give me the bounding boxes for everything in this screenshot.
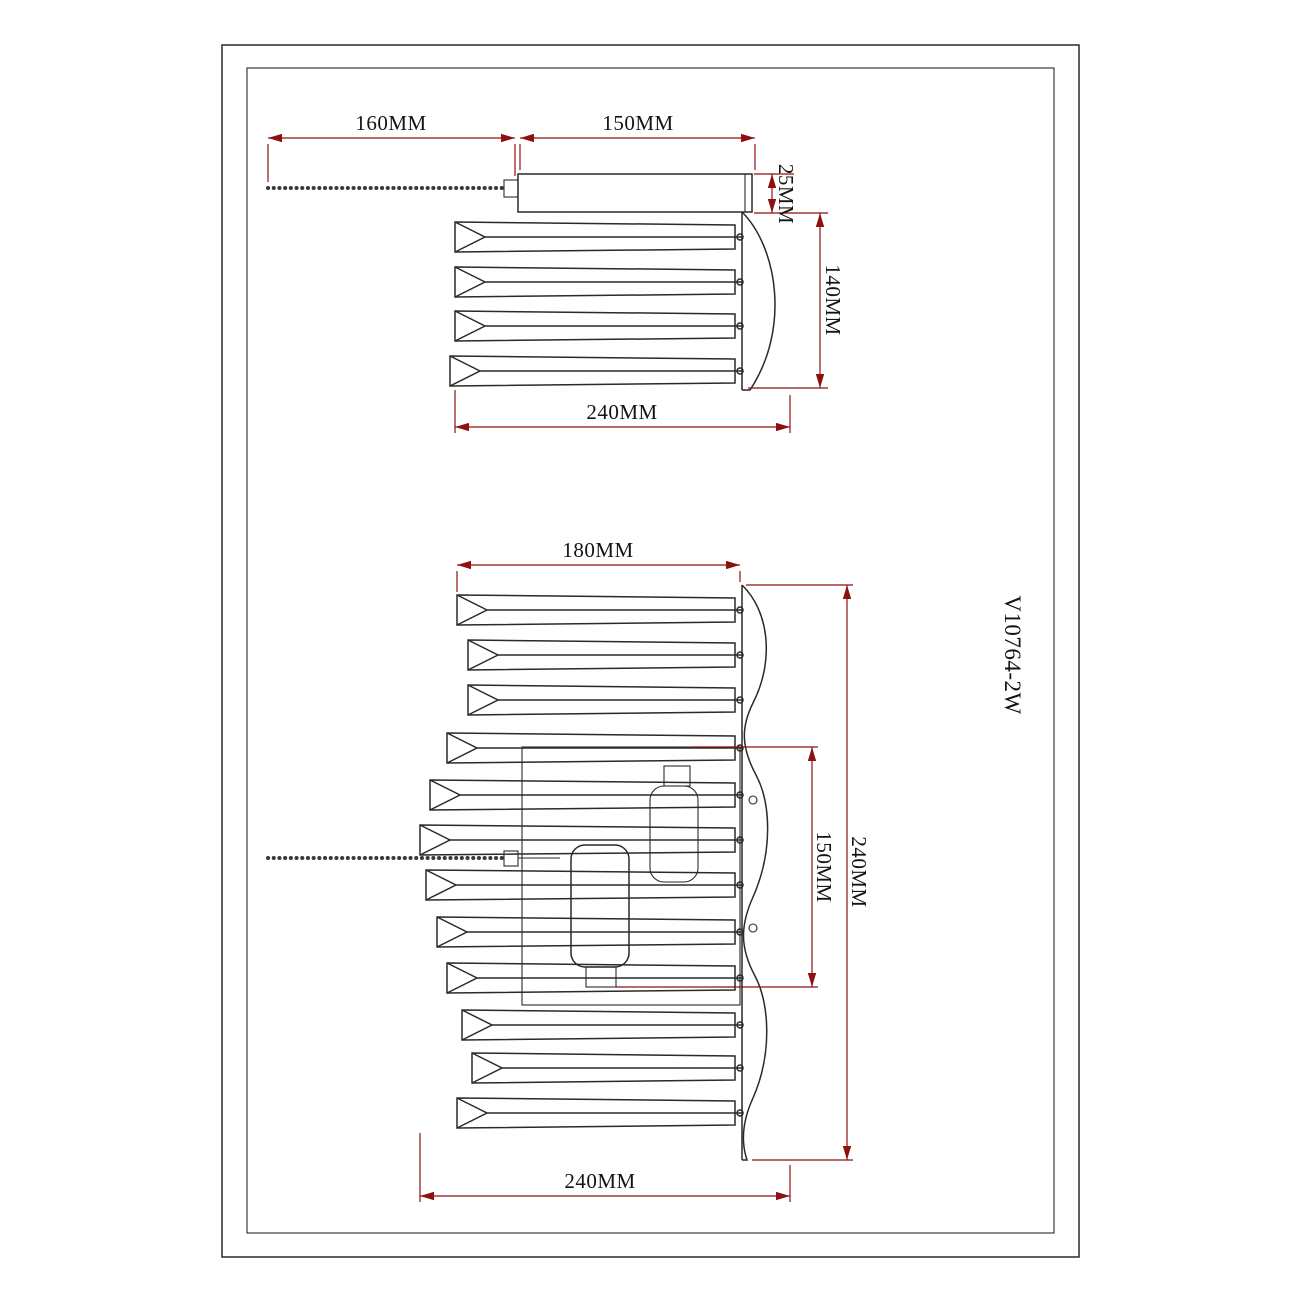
pin-bead bbox=[736, 367, 744, 375]
crystal-bar bbox=[461, 1009, 744, 1041]
crystal-bar bbox=[456, 1097, 744, 1129]
pin-bead bbox=[736, 836, 744, 844]
pin-bead bbox=[736, 1021, 744, 1029]
crystal-bar bbox=[467, 639, 744, 671]
crystal-bar bbox=[454, 266, 744, 298]
dim-body-height bbox=[754, 173, 828, 214]
pin-bead bbox=[736, 278, 744, 286]
holder-base bbox=[585, 966, 617, 988]
crystal-bars-side bbox=[449, 221, 744, 387]
crystal-bar bbox=[446, 962, 744, 994]
dim-label-upper-width: 180MM bbox=[562, 538, 633, 562]
lamp-holder bbox=[570, 844, 630, 968]
pin-bead bbox=[736, 881, 744, 889]
crystal-bars-front bbox=[419, 594, 744, 1129]
dim-upper-width bbox=[456, 560, 741, 592]
dim-overall-height bbox=[746, 584, 853, 1161]
pin-bead bbox=[736, 1064, 744, 1072]
pin-bead bbox=[736, 696, 744, 704]
chain-fitting bbox=[503, 179, 519, 198]
lamp-socket bbox=[649, 785, 699, 883]
crystal-bar bbox=[436, 916, 744, 948]
dim-label-body-height: 25MM bbox=[774, 164, 798, 224]
side-view: 160MM 150MM 25MM 140MM 240MM bbox=[266, 111, 845, 433]
crystal-bar bbox=[454, 221, 744, 253]
front-view: 180MM 150MM 240MM 240MM bbox=[266, 538, 871, 1202]
dim-label-side-overall-width: 240MM bbox=[586, 400, 657, 424]
chain-fitting-front bbox=[503, 850, 519, 867]
pin-bead bbox=[736, 974, 744, 982]
dim-label-chain-length: 160MM bbox=[355, 111, 426, 135]
pin-bead bbox=[736, 606, 744, 614]
model-number: V10764-2W bbox=[1000, 595, 1025, 714]
backplate-wave bbox=[741, 584, 769, 1161]
backplate-curve bbox=[741, 211, 776, 391]
mounting-box bbox=[521, 746, 741, 1006]
dim-front-overall-width bbox=[419, 1133, 791, 1202]
lamp-body bbox=[517, 173, 753, 213]
pin-bead bbox=[736, 791, 744, 799]
dim-label-inner-height: 150MM bbox=[812, 831, 836, 902]
dim-label-overall-height: 240MM bbox=[847, 836, 871, 907]
crystal-bar bbox=[425, 869, 744, 901]
dim-crystal-height bbox=[748, 213, 828, 389]
pin-bead bbox=[736, 322, 744, 330]
inner-frame bbox=[246, 67, 1055, 1234]
crystal-bar bbox=[456, 594, 744, 626]
dim-body-width bbox=[519, 133, 756, 170]
pin-bead bbox=[736, 744, 744, 752]
crystal-bar bbox=[471, 1052, 744, 1084]
pin-bead bbox=[736, 928, 744, 936]
dim-label-crystal-height: 140MM bbox=[821, 264, 845, 335]
pin-bead bbox=[736, 651, 744, 659]
dim-inner-height bbox=[616, 746, 818, 988]
crystal-bar bbox=[449, 355, 744, 387]
dim-chain-length bbox=[267, 133, 516, 182]
dim-label-body-width: 150MM bbox=[602, 111, 673, 135]
pin-bead bbox=[736, 1109, 744, 1117]
crystal-bar bbox=[429, 779, 744, 811]
crystal-bar bbox=[419, 824, 744, 856]
dim-side-overall-width bbox=[454, 390, 791, 433]
dim-label-front-overall-width: 240MM bbox=[564, 1169, 635, 1193]
outer-frame bbox=[221, 44, 1080, 1258]
pin-bead bbox=[736, 233, 744, 241]
screw-hole bbox=[748, 795, 758, 805]
crystal-bar bbox=[454, 310, 744, 342]
crystal-bar bbox=[446, 732, 744, 764]
crystal-bar bbox=[467, 684, 744, 716]
screw-hole bbox=[748, 923, 758, 933]
